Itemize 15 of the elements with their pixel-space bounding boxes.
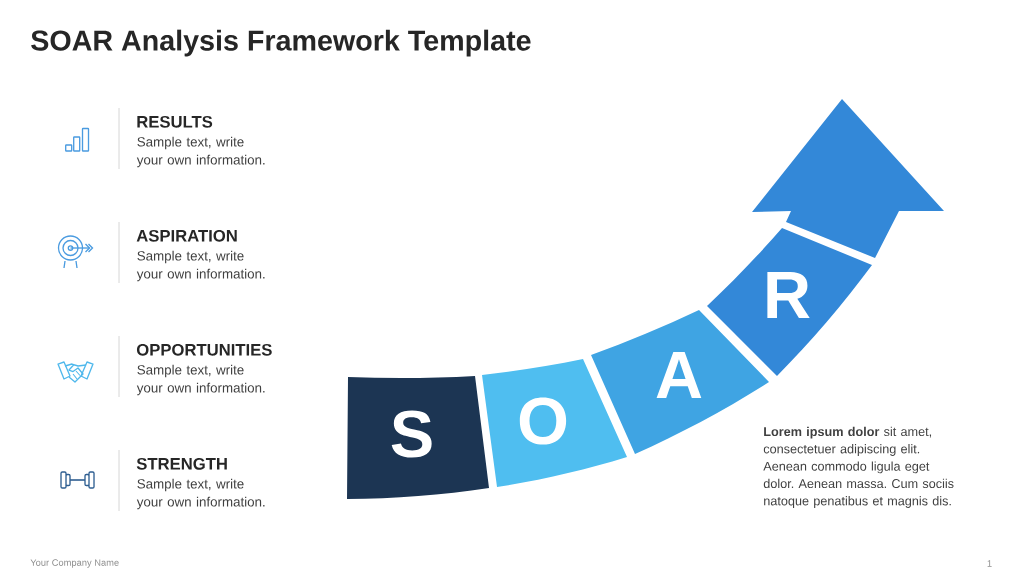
arrow-segment: R	[707, 228, 872, 376]
item-heading: ASPIRATION	[136, 229, 237, 242]
item-heading: STRENGTH	[136, 457, 227, 470]
item-description: Sample text, write your own information.	[136, 250, 265, 282]
item-heading: RESULTS	[137, 115, 213, 128]
arrowhead	[752, 99, 944, 258]
item-description: Sample text, write your own information.	[136, 136, 265, 168]
arrow-segment: O	[482, 359, 627, 487]
footer-text: Your Company Name	[30, 559, 119, 568]
item-description: Sample text, write your own information.	[136, 478, 265, 510]
item-heading: OPPORTUNITIES	[136, 343, 272, 356]
item-description: Sample text, write your own information.	[136, 364, 265, 396]
page-number: 1	[987, 560, 992, 567]
title: SOAR Analysis Framework Template	[31, 29, 531, 57]
arrow-segment: S	[347, 376, 489, 499]
